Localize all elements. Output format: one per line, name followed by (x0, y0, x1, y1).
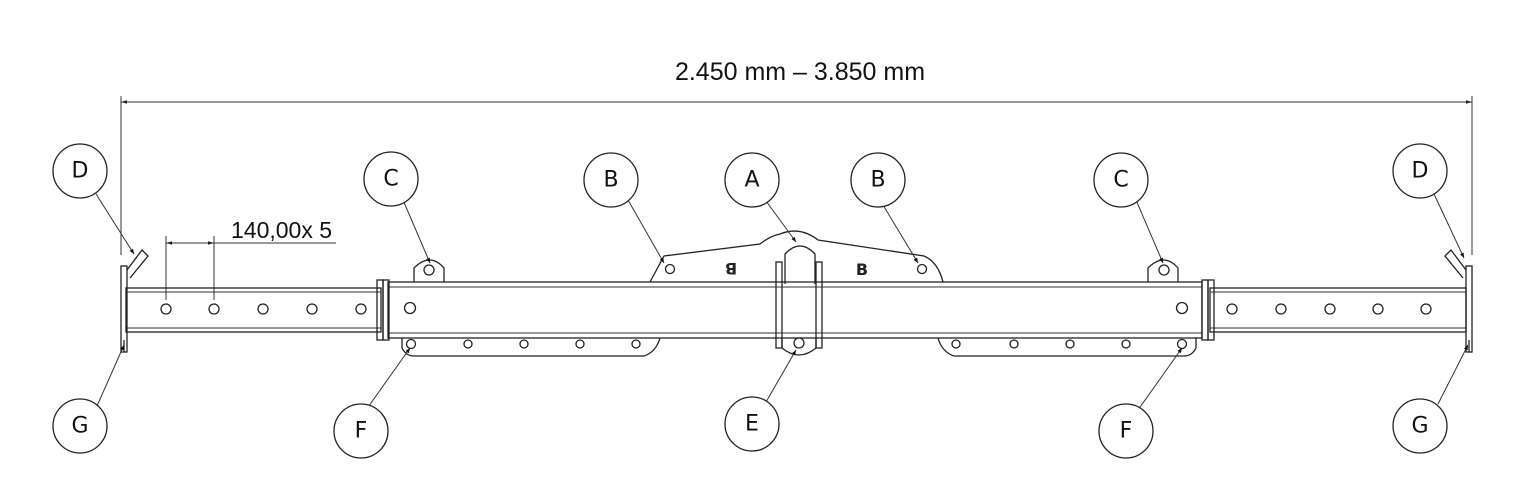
holes (160, 301, 1432, 350)
callout-d-right: D (1392, 143, 1448, 199)
callout-g-right-letter: G (1411, 414, 1428, 439)
callout-g-left-letter: G (71, 414, 88, 439)
callout-c-right: C (1093, 152, 1149, 208)
callout-f-left-letter: F (355, 419, 368, 444)
callout-b-right: B (850, 152, 906, 208)
callout-b-left-letter: B (603, 168, 618, 193)
callout-a: A (724, 152, 780, 208)
callout-e-letter: E (745, 412, 759, 437)
left-plate-mark: B (725, 259, 737, 278)
callout-d-right-letter: D (1412, 159, 1429, 184)
right-plate-mark: B (856, 260, 868, 279)
callout-b-left: B (583, 152, 639, 208)
callout-f-right: F (1098, 403, 1154, 459)
callout-f-left: F (333, 403, 389, 459)
callout-c-left: C (363, 151, 419, 207)
callout-f-right-letter: F (1120, 419, 1133, 444)
hole-pitch-dimension: 140,00x 5 (165, 217, 336, 300)
callout-c-right-letter: C (1113, 168, 1128, 193)
callout-d-left-letter: D (72, 159, 89, 184)
overall-length-label: 2.450 mm – 3.850 mm (675, 58, 925, 86)
callout-e: E (724, 396, 780, 452)
callout-g-right: G (1392, 398, 1448, 454)
leader-lines (95, 193, 1469, 411)
overall-dimension: 2.450 mm – 3.850 mm (120, 58, 1473, 255)
callout-d-left: D (52, 143, 108, 199)
callout-b-right-letter: B (870, 168, 885, 193)
hole-pitch-label: 140,00x 5 (231, 217, 332, 243)
callout-a-letter: A (744, 168, 759, 193)
callout-c-left-letter: C (383, 167, 398, 192)
callout-g-left: G (52, 398, 108, 454)
beam: B B (120, 230, 1473, 357)
